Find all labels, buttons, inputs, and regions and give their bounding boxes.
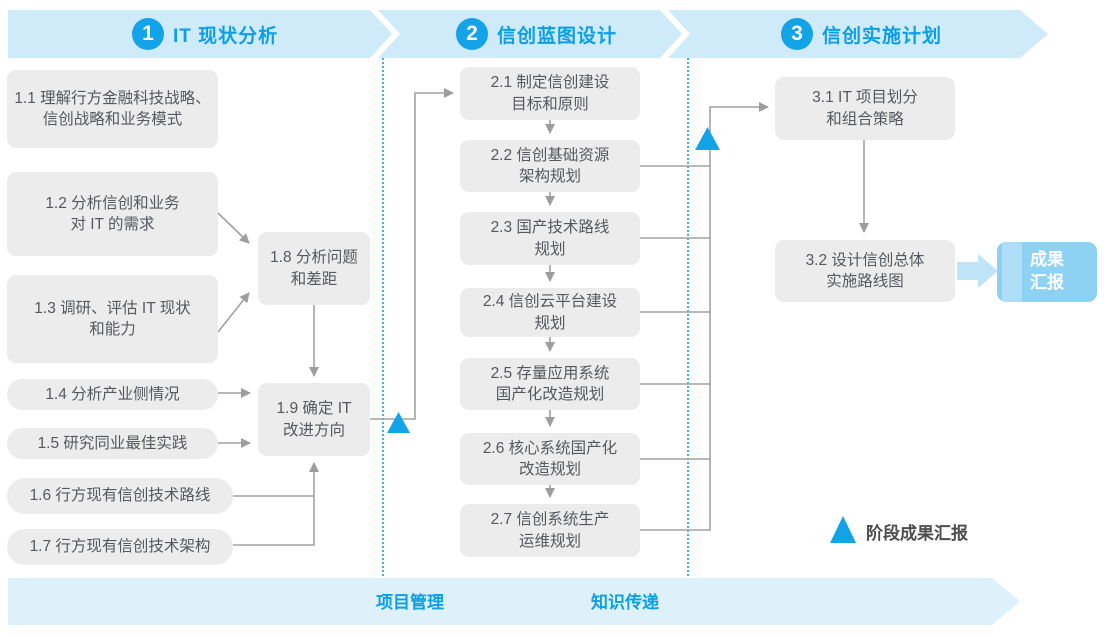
box-1-3-text: 1.3 调研、评估 IT 现状和能力: [34, 298, 190, 341]
box-3-2: 3.2 设计信创总体实施路线图: [775, 240, 955, 302]
box-1-9-text: 1.9 确定 IT 改进方向: [277, 398, 352, 441]
box-1-4: 1.4 分析产业侧情况: [7, 379, 218, 410]
text-line: 信创战略和业务模式: [42, 111, 183, 128]
text-line: 1.4 分析产业侧情况: [45, 385, 180, 403]
box-2-4-text: 2.4 信创云平台建设规划: [483, 291, 617, 334]
box-2-6-text: 2.6 核心系统国产化改造规划: [483, 438, 617, 481]
text-line: 和能力: [89, 321, 136, 338]
phase-separator-1-2: [382, 58, 384, 576]
text-line: 2.4 信创云平台建设: [482, 293, 618, 311]
box-1-5: 1.5 研究同业最佳实践: [7, 428, 218, 459]
box-2-5-text: 2.5 存量应用系统国产化改造规划: [491, 363, 610, 406]
box-1-1: 1.1 理解行方金融科技战略、信创战略和业务模式: [7, 70, 218, 148]
text-line: 1.7 行方现有信创技术架构: [29, 538, 211, 556]
text-line: 和差距: [290, 270, 338, 288]
box-1-2-text: 1.2 分析信创和业务对 IT 的需求: [45, 193, 179, 236]
text-line: 规划: [534, 314, 566, 332]
result-box: 成果 汇报: [997, 242, 1097, 302]
phase-2-band: [378, 10, 682, 58]
box-1-7: 1.7 行方现有信创技术架构: [7, 529, 233, 565]
text-line: 1.2 分析信创和业务: [45, 194, 180, 212]
legend-label: 阶段成果汇报: [866, 524, 968, 543]
box-1-8-text: 1.8 分析问题和差距: [270, 247, 358, 290]
text-line: 2.1 制定信创建设: [490, 74, 610, 92]
text-line: 改进方向: [282, 421, 345, 439]
box-2-2: 2.2 信创基础资源架构规划: [460, 140, 640, 192]
box-2-1: 2.1 制定信创建设目标和原则: [460, 67, 640, 120]
text-line: 3.2 设计信创总体: [805, 251, 925, 269]
text-line: 2.3 国产技术路线: [490, 219, 610, 237]
box-3-1-text: 3.1 IT 项目划分和组合策略: [812, 87, 918, 130]
text-line: 3.1 IT 项目划分: [812, 89, 918, 107]
box-2-3-text: 2.3 国产技术路线规划: [491, 217, 610, 260]
text-line: 成果: [1030, 250, 1064, 270]
box-2-5: 2.5 存量应用系统国产化改造规划: [460, 358, 640, 410]
highlight-stripe: [1002, 242, 1022, 302]
phase-2-number-badge: 2: [456, 18, 488, 50]
phase-3-title: 信创实施计划: [822, 25, 943, 47]
phase-2-title: 信创蓝图设计: [497, 25, 618, 47]
box-1-5-text: 1.5 研究同业最佳实践: [38, 433, 188, 454]
connectors-phase1: [217, 88, 454, 546]
text-line: 和组合策略: [826, 110, 904, 128]
text-line: 汇报: [1030, 273, 1064, 292]
result-box-text: 成果 汇报: [1030, 249, 1064, 295]
box-3-2-text: 3.2 设计信创总体实施路线图: [806, 250, 925, 293]
text-line: 2.5 存量应用系统: [490, 364, 610, 382]
phase-separator-2-3: [687, 58, 689, 576]
text-line: 1.1 理解行方金融科技战略、: [14, 89, 211, 107]
phase-1-header: 1 IT 现状分析: [132, 10, 278, 58]
box-2-7-text: 2.7 信创系统生产运维规划: [491, 509, 610, 552]
text-line: 2.7 信创系统生产: [490, 511, 610, 529]
box-2-1-text: 2.1 制定信创建设目标和原则: [491, 72, 610, 115]
box-1-4-text: 1.4 分析产业侧情况: [45, 384, 179, 405]
text-line: 运维规划: [518, 532, 581, 550]
phase-1-number: 1: [142, 22, 154, 45]
text-line: 1.6 行方现有信创技术路线: [29, 487, 211, 505]
milestone-triangle-phase1: [387, 412, 410, 433]
text-line: 1.9 确定 IT: [276, 400, 352, 418]
text-line: 改造规划: [518, 461, 581, 478]
text-line: 实施路线图: [826, 273, 904, 290]
text-line: 2.6 核心系统国产化: [482, 439, 618, 457]
text-line: 1.5 研究同业最佳实践: [37, 434, 188, 452]
text-line: 2.2 信创基础资源: [490, 146, 610, 164]
box-1-8: 1.8 分析问题和差距: [258, 232, 370, 305]
milestone-triangle-phase2: [695, 127, 720, 150]
phase-3-header: 3 信创实施计划: [781, 10, 942, 58]
phase-2-number: 2: [466, 22, 478, 45]
box-1-3: 1.3 调研、评估 IT 现状和能力: [7, 275, 218, 363]
bottom-band-label-knowledge: 知识传递: [591, 593, 659, 612]
box-2-7: 2.7 信创系统生产运维规划: [460, 504, 640, 557]
phase-3-band: [668, 10, 1048, 58]
box-1-1-text: 1.1 理解行方金融科技战略、信创战略和业务模式: [14, 88, 210, 131]
box-1-6-text: 1.6 行方现有信创技术路线: [30, 485, 211, 506]
phase-1-band: [8, 10, 392, 58]
text-line: 1.8 分析问题: [270, 249, 358, 267]
text-line: 规划: [534, 240, 566, 258]
box-1-7-text: 1.7 行方现有信创技术架构: [30, 536, 211, 557]
box-2-6: 2.6 核心系统国产化改造规划: [460, 433, 640, 485]
phase-1-title: IT 现状分析: [173, 25, 279, 47]
box-2-3: 2.3 国产技术路线规划: [460, 212, 640, 265]
text-line: 架构规划: [518, 168, 581, 185]
legend-triangle-icon: [830, 516, 856, 543]
box-1-2: 1.2 分析信创和业务对 IT 的需求: [7, 172, 218, 256]
box-3-1: 3.1 IT 项目划分和组合策略: [775, 77, 955, 140]
text-line: 1.3 调研、评估 IT 现状: [34, 299, 191, 317]
phase-3-number-badge: 3: [781, 18, 813, 50]
text-line: 对 IT 的需求: [70, 216, 155, 233]
bottom-band-label-project-mgmt: 项目管理: [376, 593, 444, 612]
box-2-2-text: 2.2 信创基础资源架构规划: [491, 145, 610, 188]
phase-3-number: 3: [791, 22, 803, 45]
fat-arrow-to-result: [957, 254, 998, 288]
box-1-9: 1.9 确定 IT 改进方向: [258, 383, 370, 456]
text-line: 国产化改造规划: [495, 386, 605, 403]
bottom-band: [8, 578, 1020, 625]
box-1-6: 1.6 行方现有信创技术路线: [7, 478, 233, 514]
box-2-4: 2.4 信创云平台建设规划: [460, 288, 640, 337]
text-line: 目标和原则: [511, 95, 589, 113]
phase-1-number-badge: 1: [132, 18, 164, 50]
phase-2-header: 2 信创蓝图设计: [456, 10, 617, 58]
